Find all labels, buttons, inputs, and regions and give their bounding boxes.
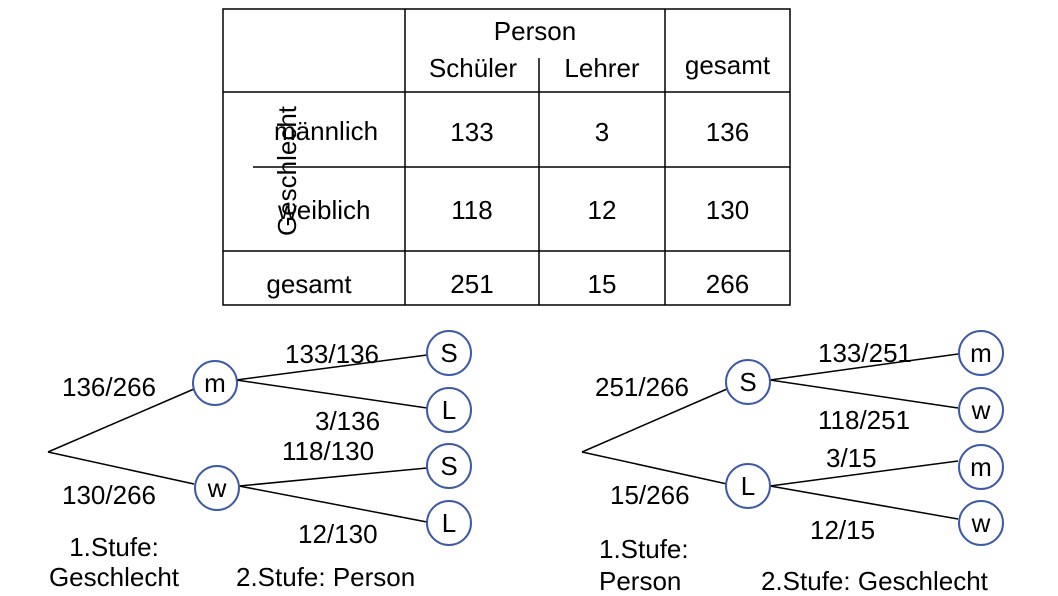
table-cell: 136 xyxy=(705,117,750,147)
tree-right-leaf-3 xyxy=(958,444,1004,490)
tree-left-stage2: 2.Stufe: Person xyxy=(236,562,416,592)
tree-right-stage1-line2: Person xyxy=(599,566,682,596)
table-header-lehrer: Lehrer xyxy=(564,53,640,83)
tree-left-leaf-4 xyxy=(426,500,472,546)
tree-left-leaf-1 xyxy=(426,330,472,376)
tree-left-node-m xyxy=(192,360,238,406)
table-cell: 15 xyxy=(587,269,617,299)
table-cell: 266 xyxy=(705,269,750,299)
tree-right-branch-top-label: 251/266 xyxy=(595,372,689,402)
tree-left-node-w-label: w xyxy=(207,473,227,503)
tree-right-node-s-label: S xyxy=(739,367,757,397)
tree-right-leaf-4 xyxy=(958,500,1004,546)
table-grid xyxy=(222,8,791,306)
tree-left-leaf-label: S xyxy=(440,451,458,481)
table-header-person: Person xyxy=(493,16,577,46)
tree-left-leaf-label: S xyxy=(440,338,458,368)
table-row-label-weiblich: weiblich xyxy=(278,195,371,225)
tree-left-leaf-3 xyxy=(426,443,472,489)
tree-right-leaf-label: w xyxy=(971,508,991,538)
tree-right-leaf-2 xyxy=(958,387,1004,433)
tree-left-stage1-line2: Geschlecht xyxy=(48,562,180,592)
tree-right-leaf-prob: 118/251 xyxy=(818,405,911,435)
tree-right-stage1-line1: 1.Stufe: xyxy=(599,534,689,564)
tree-right-node-l xyxy=(725,463,771,509)
table-cell: 118 xyxy=(451,195,493,225)
tree-right-leaf-prob: 12/15 xyxy=(810,515,876,545)
table-cell: 12 xyxy=(587,195,617,225)
tree-left-stage1-line1: 1.Stufe: xyxy=(69,532,159,562)
tree-left-node-m-label: m xyxy=(204,368,226,398)
tree-left-leaf-2 xyxy=(426,387,472,433)
tree-left-node-w xyxy=(194,465,240,511)
tree-left-leaf-prob: 118/130 xyxy=(282,436,375,466)
tree-left-leaf-prob: 133/136 xyxy=(285,339,379,369)
tree-right-leaf-prob: 133/251 xyxy=(818,338,912,368)
tree-right-node-l-label: L xyxy=(740,471,756,501)
tree-right-stage2: 2.Stufe: Geschlecht xyxy=(761,566,988,596)
table-cell: 133 xyxy=(450,117,494,147)
tree-left-leaf-prob: 3/136 xyxy=(315,406,381,436)
tree-left-branch-top-label: 136/266 xyxy=(62,372,156,402)
table-cell: 130 xyxy=(705,195,750,225)
table-row-label-maennlich: männlich xyxy=(274,116,379,146)
tree-right-node-s xyxy=(725,359,771,405)
tree-left-leaf-label: L xyxy=(441,508,457,538)
table-cell: 3 xyxy=(594,117,610,147)
tree-left-branch-bottom-label: 130/266 xyxy=(62,480,156,510)
tree-right-leaf-prob: 3/15 xyxy=(826,443,877,473)
tree-right-branch-bottom-label: 15/266 xyxy=(610,480,690,510)
tree-left-leaf-label: L xyxy=(441,395,457,425)
table-row-label-gesamt: gesamt xyxy=(266,269,352,299)
tree-right-leaf-label: w xyxy=(971,395,991,425)
tree-right-edges xyxy=(581,353,959,520)
table-header-schueler: Schüler xyxy=(428,53,518,83)
table-cell: 251 xyxy=(450,269,494,299)
tree-left-edges xyxy=(47,354,428,523)
table-header-gesamt: gesamt xyxy=(684,50,771,80)
tree-right-leaf-label: m xyxy=(970,338,992,368)
tree-right-leaf-label: m xyxy=(970,452,992,482)
tree-right-leaf-1 xyxy=(958,330,1004,376)
tree-left-leaf-prob: 12/130 xyxy=(298,519,378,549)
table-border xyxy=(222,8,791,306)
